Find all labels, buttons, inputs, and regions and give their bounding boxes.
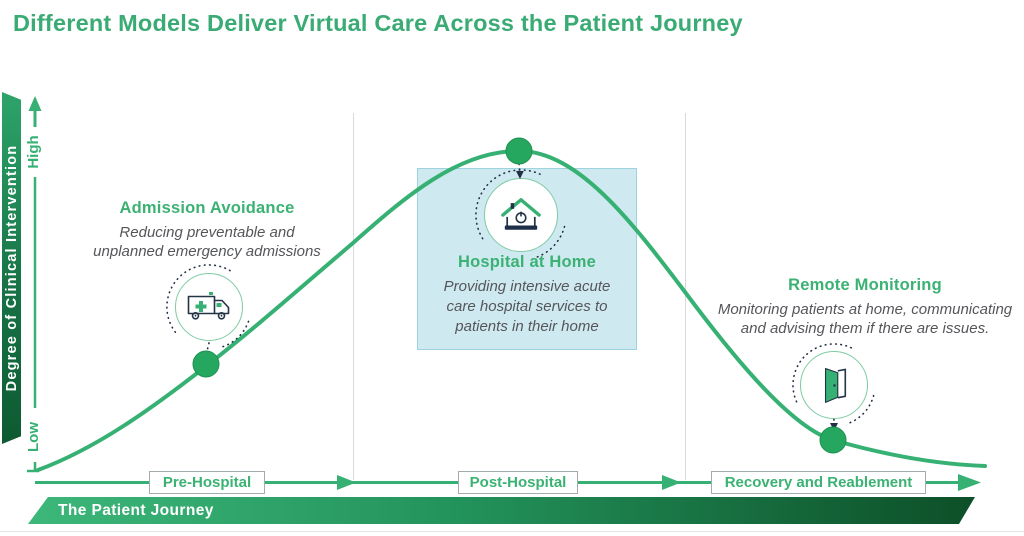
hospital-at-home-title: Hospital at Home (458, 253, 596, 271)
high-label: High (25, 127, 43, 177)
admission-avoidance-title: Admission Avoidance (119, 199, 295, 217)
desc-line: patients in their home (455, 318, 599, 335)
open-door-icon-circle (800, 351, 868, 419)
desc-line: care hospital services to (446, 298, 608, 315)
curve-point-hospital (505, 137, 533, 165)
admission-avoidance-section: Admission Avoidance Reducing preventable… (78, 199, 336, 261)
stage-label-post-hospital: Post-Hospital (458, 471, 578, 494)
remote-monitoring-section: Remote Monitoring Monitoring patients at… (697, 276, 1024, 338)
remote-monitoring-description: Monitoring patients at home, communicati… (697, 300, 1024, 338)
ambulance-icon (187, 292, 230, 320)
degree-axis-label: Degree of Clinical Intervention (3, 144, 20, 392)
desc-line: and advising them if there are issues. (740, 320, 990, 337)
home-power-icon-circle (484, 178, 558, 252)
x-axis-arrow-icon (958, 474, 981, 491)
desc-line: unplanned emergency admissions (93, 243, 321, 260)
stage-label-pre-hospital: Pre-Hospital (149, 471, 265, 494)
ambulance-icon-circle (175, 273, 243, 341)
desc-line: Monitoring patients at home, communicati… (717, 301, 1013, 318)
x-axis-arrow-icon (662, 475, 681, 490)
slide-bottom-edge (0, 531, 1024, 532)
admission-avoidance-description: Reducing preventable and unplanned emerg… (78, 223, 336, 261)
remote-monitoring-title: Remote Monitoring (788, 276, 942, 294)
patient-journey-banner: The Patient Journey (28, 497, 975, 524)
low-label: Low (25, 412, 43, 462)
curve-point-remote (819, 426, 847, 454)
y-axis-arrow-icon (28, 96, 42, 111)
home-power-icon (501, 198, 541, 230)
curve-point-admission (192, 350, 220, 378)
degree-axis-bar (2, 92, 21, 444)
patient-journey-banner-label: The Patient Journey (58, 502, 214, 519)
desc-line: Reducing preventable and (119, 224, 295, 241)
x-axis-arrow-icon (337, 475, 356, 490)
desc-line: Providing intensive acute (443, 278, 611, 295)
stage-label-recovery-reablement: Recovery and Reablement (711, 471, 926, 494)
page-title: Different Models Deliver Virtual Care Ac… (13, 10, 743, 36)
open-door-icon (824, 367, 847, 403)
hospital-at-home-section: Hospital at Home Providing intensive acu… (417, 253, 637, 337)
hospital-at-home-description: Providing intensive acute care hospital … (417, 277, 637, 337)
